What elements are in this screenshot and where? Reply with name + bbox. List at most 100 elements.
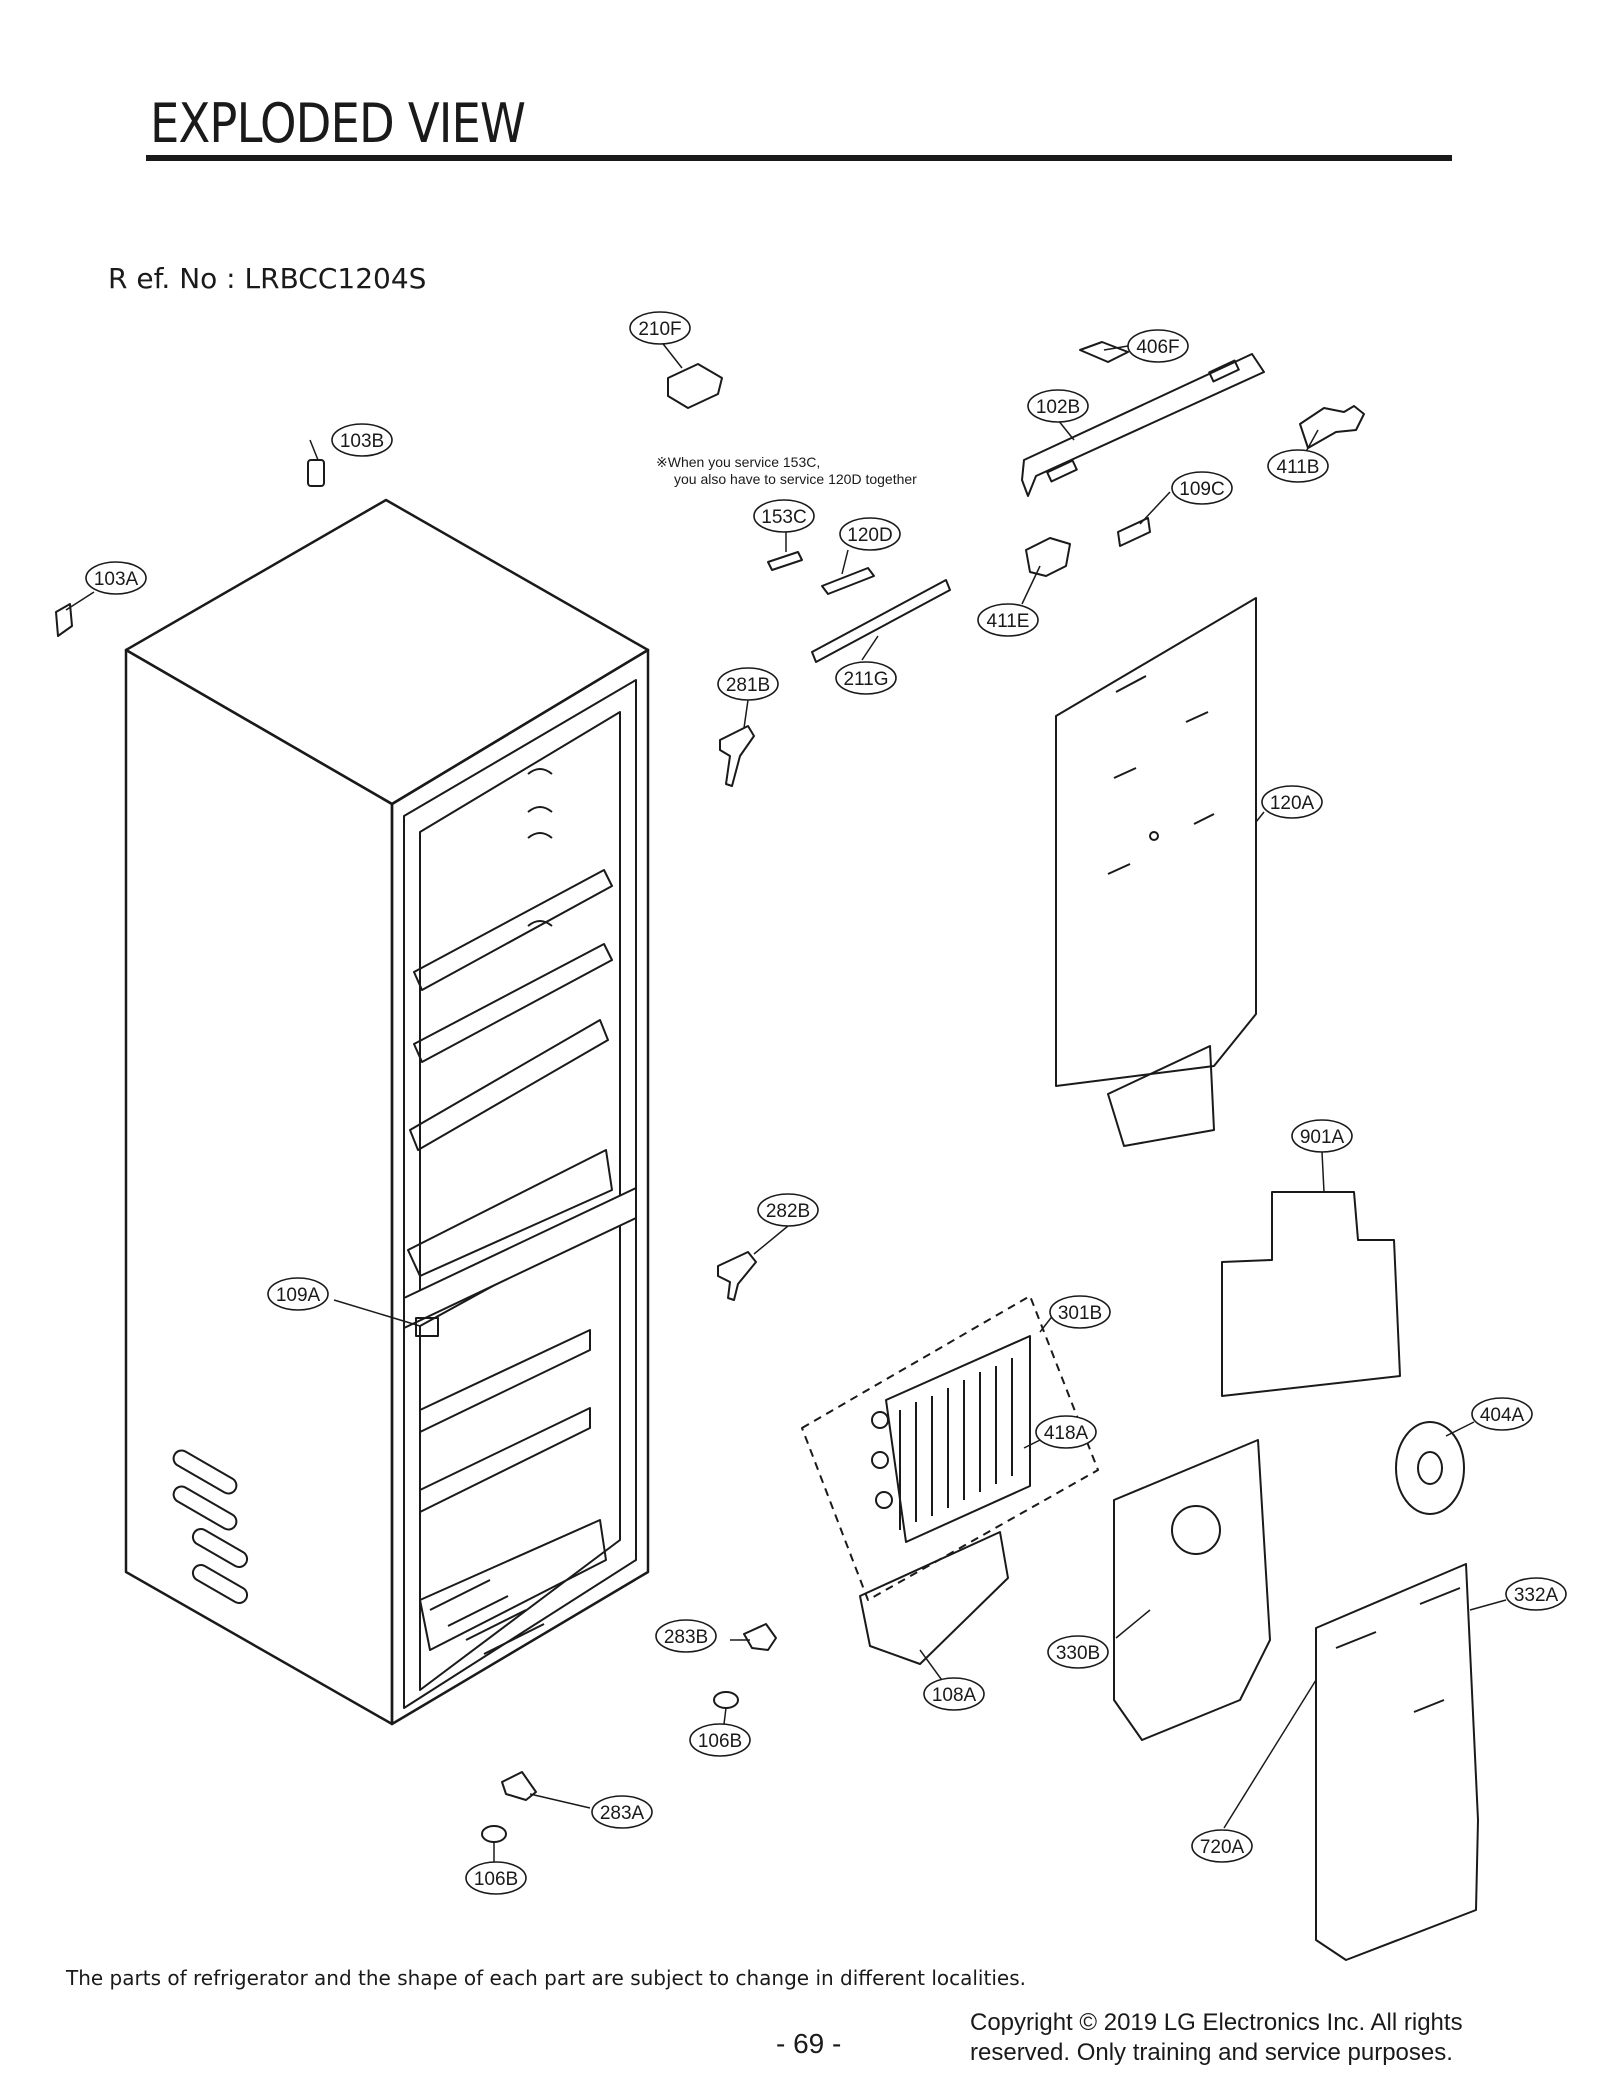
- callout-balloon: [1035, 1415, 1097, 1449]
- callout-label: 901A: [1300, 1127, 1345, 1148]
- service-note: ※When you service 153C, you also have to…: [656, 454, 917, 488]
- callout-balloon: [1267, 449, 1329, 483]
- callout-label: 106B: [698, 1731, 742, 1752]
- part-330B: [1113, 1439, 1271, 1741]
- callout-103b: 103B: [331, 423, 393, 457]
- part-108A: [859, 1531, 1009, 1665]
- service-note-line2: you also have to service 120D together: [674, 471, 917, 487]
- reference-number: R ef. No : LRBCC1204S: [108, 262, 427, 295]
- callout-balloon: [267, 1277, 329, 1311]
- callout-balloon: [85, 561, 147, 595]
- callout-balloon: [1291, 1119, 1353, 1153]
- refrigerator-cabinet: [124, 498, 650, 1726]
- callout-balloon: [655, 1619, 717, 1653]
- callout-106b: 106B: [689, 1723, 751, 1757]
- part-120D: [821, 567, 875, 595]
- callout-balloon: [1505, 1577, 1567, 1611]
- callout-label: 120A: [1270, 793, 1315, 814]
- callout-label: 153C: [761, 507, 806, 528]
- part-411B: [1299, 405, 1365, 449]
- callout-332a: 332A: [1505, 1577, 1567, 1611]
- title-rule: [146, 155, 1452, 161]
- callout-330b: 330B: [1047, 1635, 1109, 1669]
- part-332A: [1315, 1563, 1479, 1961]
- callout-label: 406F: [1136, 337, 1179, 358]
- callout-label: 281B: [726, 675, 770, 696]
- part-211G: [811, 579, 951, 663]
- callout-balloon: [1171, 471, 1233, 505]
- callout-283a: 283A: [591, 1795, 653, 1829]
- copyright-line1: Copyright © 2019 LG Electronics Inc. All…: [970, 2009, 1463, 2036]
- callout-109a: 109A: [267, 1277, 329, 1311]
- callout-label: 109C: [1179, 479, 1224, 500]
- callout-balloon: [717, 667, 779, 701]
- callout-label: 109A: [276, 1285, 321, 1306]
- callout-balloon: [753, 499, 815, 533]
- callout-label: 330B: [1056, 1643, 1100, 1664]
- callout-211g: 211G: [835, 661, 897, 695]
- callout-balloon: [1471, 1397, 1533, 1431]
- callout-404a: 404A: [1471, 1397, 1533, 1431]
- callout-label: 720A: [1200, 1837, 1245, 1858]
- callout-balloon: [1191, 1829, 1253, 1863]
- callout-411e: 411E: [977, 603, 1039, 637]
- part-153C: [767, 551, 803, 571]
- page-title: EXPLODED VIEW: [150, 92, 526, 155]
- callout-balloon: [923, 1677, 985, 1711]
- part-283B: [743, 1623, 777, 1651]
- callout-label: 102B: [1036, 397, 1080, 418]
- service-note-line1: ※When you service 153C,: [656, 454, 821, 470]
- callout-label: 283B: [664, 1627, 708, 1648]
- callout-102b: 102B: [1027, 389, 1089, 423]
- disclaimer-text: The parts of refrigerator and the shape …: [66, 1966, 1026, 1990]
- callout-label: 103B: [340, 431, 384, 452]
- callout-103a: 103A: [85, 561, 147, 595]
- callout-label: 301B: [1058, 1303, 1102, 1324]
- callout-label: 411B: [1277, 457, 1320, 478]
- part-404A: [1395, 1421, 1465, 1515]
- callout-282b: 282B: [757, 1193, 819, 1227]
- callout-label: 103A: [94, 569, 139, 590]
- callout-balloon: [835, 661, 897, 695]
- callout-label: 418A: [1044, 1423, 1089, 1444]
- callout-label: 120D: [847, 525, 892, 546]
- part-281B: [719, 725, 755, 787]
- callout-balloon: [1127, 329, 1189, 363]
- callout-108a: 108A: [923, 1677, 985, 1711]
- callout-balloon: [1049, 1295, 1111, 1329]
- part-102B: [1021, 353, 1265, 497]
- callout-label: 332A: [1514, 1585, 1559, 1606]
- part-109C: [1117, 517, 1151, 547]
- callout-balloon: [977, 603, 1039, 637]
- callout-label: 210F: [638, 319, 681, 340]
- callout-balloon: [465, 1861, 527, 1895]
- callout-label: 211G: [843, 669, 888, 690]
- callout-balloon: [591, 1795, 653, 1829]
- callout-153c: 153C: [753, 499, 815, 533]
- callout-418a: 418A: [1035, 1415, 1097, 1449]
- callout-720a: 720A: [1191, 1829, 1253, 1863]
- part-282B: [717, 1251, 757, 1301]
- callout-balloon: [1047, 1635, 1109, 1669]
- callout-balloon: [629, 311, 691, 345]
- callout-balloon: [331, 423, 393, 457]
- callout-balloon: [839, 517, 901, 551]
- part-210F: [667, 363, 723, 409]
- copyright-line2: reserved. Only training and service purp…: [970, 2039, 1453, 2066]
- callout-901a: 901A: [1291, 1119, 1353, 1153]
- callout-106b: 106B: [465, 1861, 527, 1895]
- part-106B-lower: [481, 1825, 507, 1843]
- part-106B-upper: [713, 1691, 739, 1709]
- callout-120d: 120D: [839, 517, 901, 551]
- callout-label: 108A: [932, 1685, 977, 1706]
- part-301B: [871, 1335, 1031, 1543]
- callout-balloon: [757, 1193, 819, 1227]
- callout-balloon: [1261, 785, 1323, 819]
- callout-label: 404A: [1480, 1405, 1525, 1426]
- part-283A: [501, 1771, 537, 1801]
- callout-281b: 281B: [717, 667, 779, 701]
- part-120A: [1055, 597, 1257, 1147]
- callout-label: 282B: [766, 1201, 810, 1222]
- part-406F: [1079, 341, 1129, 363]
